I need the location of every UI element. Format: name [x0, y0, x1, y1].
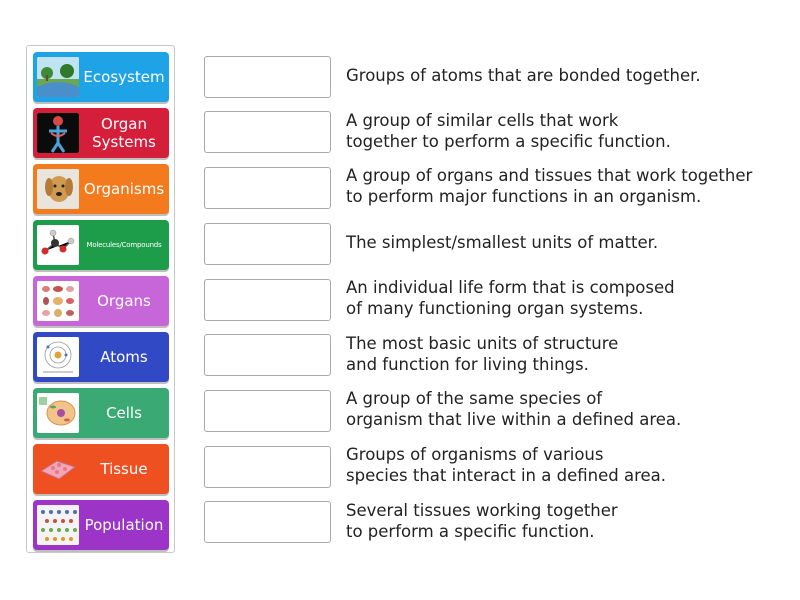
tile-label: Cells: [106, 404, 142, 422]
definition-1: Groups of atoms that are bonded together…: [346, 66, 701, 85]
tissue-image: [37, 449, 79, 489]
definition-5: An individual life form that is composed…: [346, 278, 675, 318]
tile-organisms[interactable]: Organisms: [33, 164, 169, 214]
tile-organs[interactable]: Organs: [33, 276, 169, 326]
tile-label: Atoms: [100, 348, 148, 366]
drop-box-5[interactable]: [204, 279, 331, 321]
drop-box-4[interactable]: [204, 223, 331, 265]
tile-ecosystem[interactable]: Ecosystem: [33, 52, 169, 102]
definition-7: A group of the same species of organism …: [346, 389, 682, 429]
drop-box-9[interactable]: [204, 501, 331, 543]
drop-box-6[interactable]: [204, 334, 331, 376]
population-image: [37, 505, 79, 545]
tile-label: Population: [84, 516, 164, 534]
tile-label: Ecosystem: [83, 68, 165, 86]
tile-label: Organisms: [83, 180, 165, 198]
tile-molecules-compounds[interactable]: Molecules/Compounds: [33, 220, 169, 270]
drop-box-7[interactable]: [204, 390, 331, 432]
cells-image: [37, 393, 79, 433]
tile-label: Organ Systems: [92, 115, 156, 151]
tile-atoms[interactable]: Atoms: [33, 332, 169, 382]
tile-cells[interactable]: Cells: [33, 388, 169, 438]
definition-2: A group of similar cells that work toget…: [346, 111, 671, 151]
definition-3: A group of organs and tissues that work …: [346, 166, 753, 206]
drop-box-3[interactable]: [204, 167, 331, 209]
tile-population[interactable]: Population: [33, 500, 169, 550]
organs-image: [37, 281, 79, 321]
ecosystem-image: [37, 57, 79, 97]
tile-label: Tissue: [100, 460, 148, 478]
definition-6: The most basic units of structure and fu…: [346, 334, 619, 374]
tile-label: Molecules/Compounds: [86, 240, 162, 249]
definition-8: Groups of organisms of various species t…: [346, 445, 666, 485]
answer-bank: Ecosystem Organ Systems Organisms Molecu…: [26, 45, 175, 553]
drop-box-2[interactable]: [204, 111, 331, 153]
organisms-dog-image: [37, 169, 79, 209]
definition-9: Several tissues working together to perf…: [346, 501, 618, 541]
molecules-image: [37, 225, 79, 265]
drop-box-1[interactable]: [204, 56, 331, 98]
organ-systems-image: [37, 113, 79, 153]
tile-label: Organs: [97, 292, 151, 310]
definition-4: The simplest/smallest units of matter.: [346, 233, 659, 252]
drop-box-8[interactable]: [204, 446, 331, 488]
tile-tissue[interactable]: Tissue: [33, 444, 169, 494]
tile-organ-systems[interactable]: Organ Systems: [33, 108, 169, 158]
atoms-image: [37, 337, 79, 377]
